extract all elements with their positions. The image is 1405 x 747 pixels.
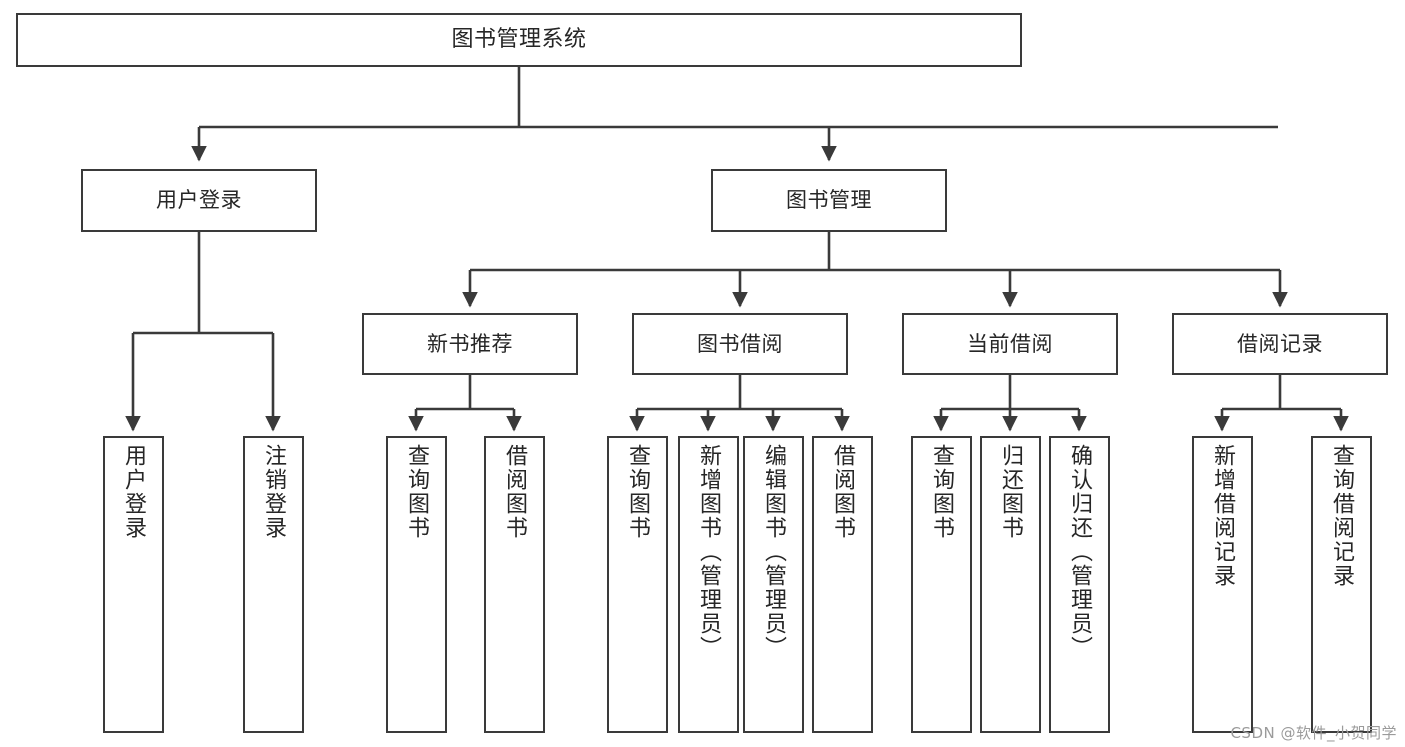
node-label: 查询图书 <box>929 444 955 540</box>
leaf-book-borrow-borrow-book[interactable]: 借阅图书 <box>812 436 873 733</box>
node-label: 查询图书 <box>625 444 651 540</box>
leaf-book-borrow-edit-book-admin[interactable]: 编辑图书（管理员） <box>743 436 804 733</box>
node-borrow-record[interactable]: 借阅记录 <box>1172 313 1388 375</box>
node-label: 图书借阅 <box>697 331 783 356</box>
node-label: 图书管理系统 <box>451 27 587 53</box>
leaf-user-login-logout[interactable]: 注销登录 <box>243 436 304 733</box>
node-label: 注销登录 <box>261 444 287 540</box>
node-label: 编辑图书（管理员） <box>761 444 787 660</box>
node-user-login[interactable]: 用户登录 <box>81 169 317 232</box>
node-new-book-recommend[interactable]: 新书推荐 <box>362 313 578 375</box>
node-label: 新书推荐 <box>427 331 513 356</box>
leaf-book-borrow-query-book[interactable]: 查询图书 <box>607 436 668 733</box>
node-label: 查询图书 <box>404 444 430 540</box>
leaf-current-borrow-return-book[interactable]: 归还图书 <box>980 436 1041 733</box>
node-label: 用户登录 <box>156 188 242 213</box>
node-label: 查询借阅记录 <box>1329 444 1355 588</box>
node-label: 借阅图书 <box>502 444 528 540</box>
node-root-book-management-system[interactable]: 图书管理系统 <box>16 13 1022 67</box>
node-label: 确认归还（管理员） <box>1067 444 1093 660</box>
leaf-new-book-borrow-book[interactable]: 借阅图书 <box>484 436 545 733</box>
node-label: 归还图书 <box>998 444 1024 540</box>
node-label: 新增借阅记录 <box>1210 444 1236 588</box>
csdn-watermark: CSDN @软件_小贺同学 <box>1230 724 1397 742</box>
leaf-new-book-query-book[interactable]: 查询图书 <box>386 436 447 733</box>
leaf-current-borrow-query-book[interactable]: 查询图书 <box>911 436 972 733</box>
node-book-management[interactable]: 图书管理 <box>711 169 947 232</box>
node-book-borrow[interactable]: 图书借阅 <box>632 313 848 375</box>
node-label: 借阅图书 <box>830 444 856 540</box>
node-current-borrow[interactable]: 当前借阅 <box>902 313 1118 375</box>
node-label: 当前借阅 <box>967 331 1053 356</box>
leaf-user-login-login[interactable]: 用户登录 <box>103 436 164 733</box>
node-label: 借阅记录 <box>1237 331 1323 356</box>
leaf-borrow-record-query-record[interactable]: 查询借阅记录 <box>1311 436 1372 733</box>
leaf-borrow-record-add-record[interactable]: 新增借阅记录 <box>1192 436 1253 733</box>
node-label: 新增图书（管理员） <box>696 444 722 660</box>
node-label: 用户登录 <box>121 444 147 540</box>
leaf-book-borrow-add-book-admin[interactable]: 新增图书（管理员） <box>678 436 739 733</box>
leaf-current-borrow-confirm-return-admin[interactable]: 确认归还（管理员） <box>1049 436 1110 733</box>
node-label: 图书管理 <box>786 188 872 213</box>
